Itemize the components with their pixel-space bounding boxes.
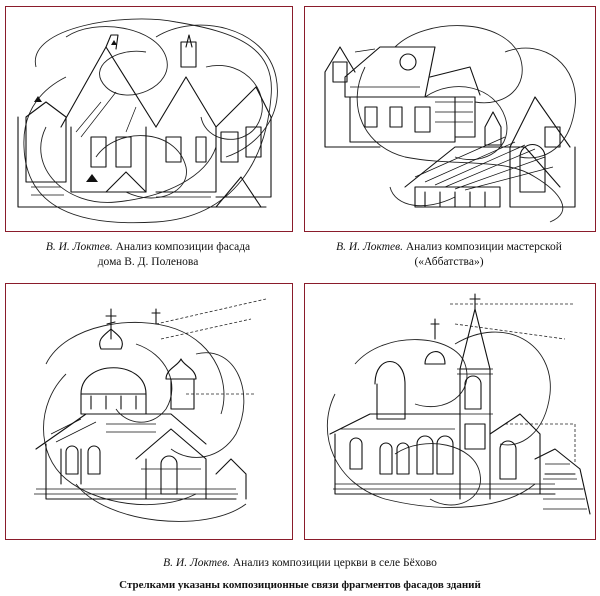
sketch-church-left (5, 283, 293, 540)
caption-title: Анализ композиции мастерской (405, 241, 562, 253)
abbey-workshop-drawing (324, 25, 576, 223)
church-right-drawing (326, 293, 591, 515)
sketch-church-right (304, 283, 596, 540)
caption-author: В. И. Локтев. (163, 557, 230, 569)
caption-author: В. И. Локтев. (45, 241, 113, 253)
caption-title-line2: («Аббатства») (414, 256, 484, 268)
figure-caption-3: В. И. Локтев. Анализ композиции церкви в… (0, 556, 600, 571)
caption-title-line2: дома В. Д. Поленова (97, 256, 199, 268)
figure-caption-2: В. И. Локтев. Анализ композиции мастерск… (304, 240, 594, 270)
footer-caption: Стрелками указаны композиционные связи ф… (119, 579, 481, 591)
polenov-house-drawing (17, 18, 278, 224)
caption-title: Анализ композиции фасада (115, 241, 251, 253)
sketch-polenov-house (5, 6, 293, 232)
church-left-drawing (34, 298, 267, 522)
figure-caption-1: В. И. Локтев. Анализ композиции фасада д… (5, 240, 291, 270)
sketch-abbey-workshop (304, 6, 596, 232)
caption-title: Анализ композиции церкви в селе Бёхово (232, 557, 437, 569)
caption-author: В. И. Локтев. (336, 241, 403, 253)
